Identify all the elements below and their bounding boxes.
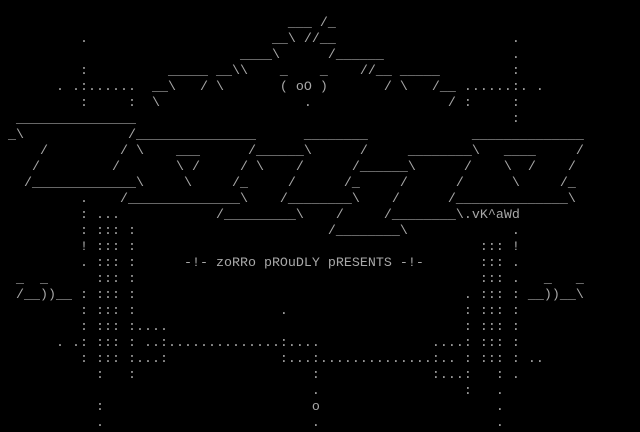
ascii-line: : ::: : . : ::: : [0,304,520,319]
mask-eyes-line: . .:...... __\ / \ ( oO ) / \ /__ ......… [0,80,544,95]
ascii-line: : ::: :...: :...:..............:.. : :::… [0,352,544,367]
ascii-line: ! ::: : ::: ! [0,240,520,255]
ascii-line: / / \ ___ /______\ / ________\ ____ / [0,144,584,159]
ascii-line: _ _ ::: : ::: . _ _ [0,272,584,287]
ascii-line [0,0,640,16]
ascii-line: : o . [0,400,504,415]
ascii-line: _______________ : [0,112,520,127]
ascii-line: . : . [0,384,504,399]
ascii-line: : ::: : /________\ . [0,224,520,239]
ascii-line: . . . [0,416,504,431]
ascii-line: . .: ::: : ..:..............:.... ....: … [0,336,520,351]
release-title-line: . ::: : -!- zoRRo pROuDLY pRESENTS -!- :… [0,256,520,271]
ascii-line: . /______________\ /________\ / /_______… [0,192,576,207]
ascii-line: . __\ //__ . [0,32,520,47]
ascii-line: /__))__ : ::: : . ::: : __))__\ [0,288,584,303]
artist-signature-line: : ... /_________\ / /________\.vK^aWd [0,208,520,223]
ascii-line: : : \ . / : : [0,96,520,111]
ascii-line: / / \ / / \ / /______\ / \ / / [0,160,576,175]
ascii-line: /_____________\ \ /_ / /_ / / \ /_ [0,176,576,191]
ascii-line: : : : :...: : . [0,368,520,383]
ascii-line: _\ /_______________ ________ ___________… [0,128,584,143]
ascii-line: : ::: :.... : ::: : [0,320,520,335]
ascii-line: ____\ /______ . [0,48,520,63]
ascii-line: : _____ __\\ _ _ //__ _____ : [0,64,520,79]
ascii-line: ___ /_ [0,16,336,31]
